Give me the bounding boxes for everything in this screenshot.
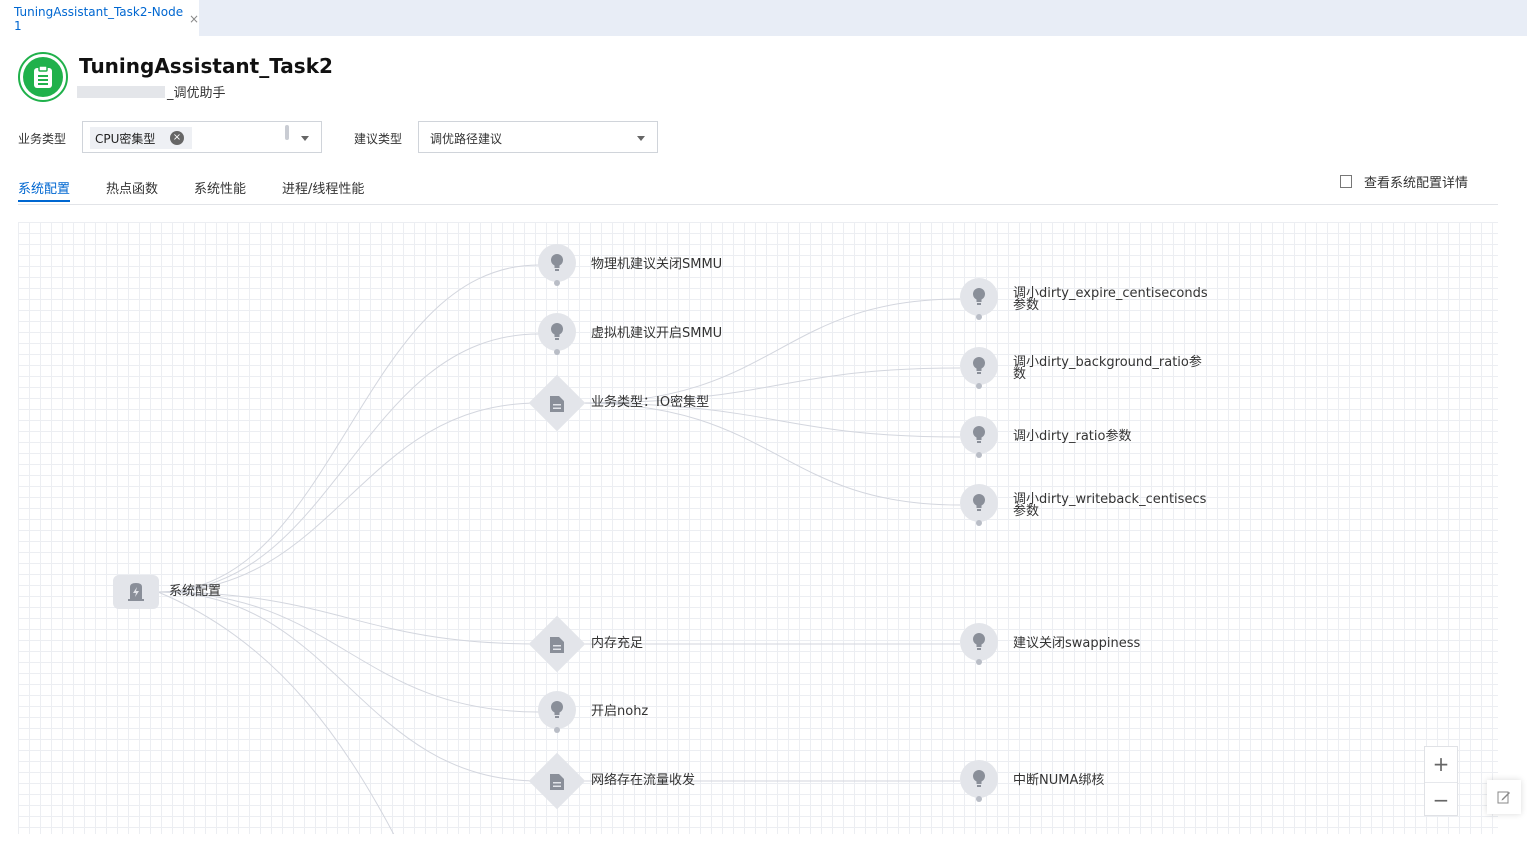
app-icon (18, 52, 68, 102)
graph-root-node[interactable] (113, 575, 159, 609)
view-tabs: 系统配置 热点函数 系统性能 进程/线程性能 (18, 174, 1498, 205)
zoom-out-button[interactable]: − (1425, 782, 1457, 816)
node-port (976, 314, 982, 320)
node-bubble (538, 691, 576, 729)
tab-hot-functions[interactable]: 热点函数 (106, 182, 159, 197)
node-label: 中断NUMA绑核 (1013, 773, 1105, 788)
node-suggestion[interactable] (538, 313, 576, 355)
node-label: 网络存在流量收发 (591, 773, 696, 788)
edit-icon (1497, 791, 1510, 804)
graph-links (157, 264, 961, 834)
lightbulb-icon (973, 494, 985, 511)
node-bubble (960, 347, 998, 385)
tab-system-performance[interactable]: 系统性能 (194, 182, 247, 197)
chevron-down-icon[interactable] (637, 136, 645, 141)
node-suggestion[interactable] (960, 484, 998, 526)
document-icon (1340, 175, 1352, 188)
lightbulb-icon (973, 357, 985, 374)
node-condition[interactable] (528, 615, 586, 673)
node-bubble (538, 313, 576, 351)
lightbulb-icon (973, 770, 985, 787)
node-suggestion[interactable] (960, 278, 998, 320)
node-label: 调小dirty_writeback_centisecs参数 (1013, 492, 1207, 519)
suggestion-type-select[interactable]: 调优路径建议 (418, 121, 658, 153)
node-port (554, 280, 560, 286)
page-subtitle: _调优助手 (77, 82, 226, 101)
node-label: 内存充足 (591, 636, 644, 651)
node-port (976, 452, 982, 458)
tab-task-node[interactable]: TuningAssistant_Task2-Node 1 × (0, 0, 199, 36)
suggestion-type-value: 调优路径建议 (430, 132, 503, 146)
tab-process-thread-performance[interactable]: 进程/线程性能 (282, 182, 365, 197)
node-suggestion[interactable] (960, 416, 998, 458)
view-config-detail-link[interactable]: 查看系统配置详情 (1340, 172, 1468, 191)
node-label: 开启nohz (591, 704, 649, 719)
redacted-block (77, 85, 165, 98)
node-label: 物理机建议关闭SMMU (591, 257, 723, 272)
graph-canvas[interactable]: 系统配置 物理机建议关闭SMMU 虚拟机建议开启SMMU 业务类型：IO密集型 … (18, 222, 1498, 834)
config-icon (128, 583, 144, 601)
node-suggestion[interactable] (960, 760, 998, 802)
node-bubble (960, 760, 998, 798)
node-port (976, 796, 982, 802)
tab-bar: TuningAssistant_Task2-Node 1 × (0, 0, 1527, 36)
lightbulb-icon (551, 323, 563, 340)
chevron-down-icon[interactable] (301, 136, 309, 141)
node-label: 虚拟机建议开启SMMU (591, 326, 723, 341)
lightbulb-icon (973, 633, 985, 650)
tab-system-config[interactable]: 系统配置 (18, 178, 71, 202)
lightbulb-icon (551, 254, 563, 271)
node-port (976, 383, 982, 389)
node-label: 建议关闭swappiness (1013, 636, 1141, 651)
business-type-label: 业务类型 (18, 132, 67, 146)
node-port (554, 349, 560, 355)
node-label: 调小dirty_expire_centiseconds参数 (1013, 286, 1208, 313)
node-suggestion[interactable] (538, 691, 576, 733)
lightbulb-icon (973, 288, 985, 305)
graph-root-label: 系统配置 (169, 584, 222, 599)
node-bubble (538, 244, 576, 282)
zoom-controls: + − (1424, 746, 1458, 816)
document-icon (550, 774, 564, 790)
page-title: TuningAssistant_Task2 (79, 54, 333, 78)
zoom-in-button[interactable]: + (1432, 752, 1450, 776)
node-label: 调小dirty_background_ratio参数 (1013, 355, 1202, 382)
node-suggestion[interactable] (538, 244, 576, 286)
node-label: 业务类型：IO密集型 (591, 395, 710, 410)
lightbulb-icon (551, 701, 563, 718)
document-icon (550, 396, 564, 412)
edit-button[interactable] (1487, 780, 1521, 814)
suggestion-type-label: 建议类型 (354, 132, 403, 146)
node-bubble (960, 484, 998, 522)
node-port (554, 727, 560, 733)
node-port (976, 520, 982, 526)
node-port (976, 659, 982, 665)
node-condition[interactable] (528, 752, 586, 810)
node-suggestion[interactable] (960, 347, 998, 389)
document-icon (550, 637, 564, 653)
node-label: 调小dirty_ratio参数 (1013, 429, 1132, 444)
business-type-chip: CPU密集型 × (90, 127, 192, 149)
clear-chip-icon[interactable]: × (170, 131, 184, 145)
lightbulb-icon (973, 426, 985, 443)
business-type-select[interactable]: CPU密集型 × (82, 121, 322, 153)
clipboard-icon (34, 65, 52, 88)
node-suggestion[interactable] (960, 623, 998, 665)
scroll-indicator (285, 125, 289, 140)
tab-label: TuningAssistant_Task2-Node 1 (14, 5, 184, 33)
node-condition[interactable] (528, 374, 586, 432)
detail-link-label: 查看系统配置详情 (1364, 176, 1469, 191)
close-icon[interactable]: × (188, 12, 199, 26)
chip-label: CPU密集型 (95, 131, 156, 146)
subtitle-text: _调优助手 (167, 86, 226, 101)
node-bubble (960, 416, 998, 454)
node-bubble (960, 278, 998, 316)
node-bubble (960, 623, 998, 661)
